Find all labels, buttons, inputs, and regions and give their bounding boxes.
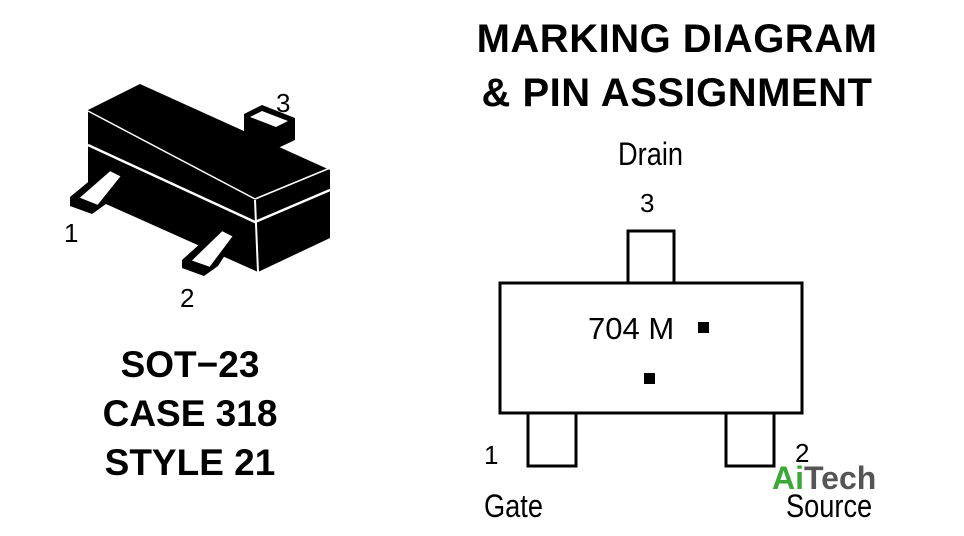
pin-2-pad (724, 411, 776, 468)
body-top-edge-line (87, 110, 256, 200)
pin-1-lead-face (76, 168, 124, 208)
heading-line-1: MARKING DIAGRAM (476, 17, 878, 61)
pin-3-pad (626, 229, 676, 285)
marking-package-outline (498, 281, 804, 415)
package-body (88, 84, 330, 272)
pin-2-lead-face (188, 228, 236, 270)
marking-pin-3-number: 3 (640, 188, 655, 218)
marking-pin-1-number: 1 (484, 440, 499, 470)
body-corner-line (254, 199, 259, 273)
marking-code: 704 M (588, 311, 675, 346)
package-pin-1-number: 1 (64, 218, 79, 248)
logo-part-tech: Tech (804, 460, 877, 496)
pin-3-lead-highlight (250, 111, 288, 127)
pb-free-dot (698, 322, 709, 333)
package-style: STYLE 21 (104, 442, 276, 483)
heading-line-2: & PIN ASSIGNMENT (481, 71, 873, 115)
pin-1-pad (526, 411, 578, 468)
drain-label: Drain (618, 136, 683, 172)
package-pin-2-number: 2 (180, 283, 195, 313)
aitech-watermark-logo: AiTech (772, 460, 876, 497)
source-label: Source (786, 488, 873, 524)
gate-label: Gate (484, 488, 543, 524)
package-type: SOT−23 (120, 344, 260, 385)
body-top-edge-line-2 (254, 167, 331, 200)
logo-part-ai: Ai (772, 460, 804, 496)
pin1-indicator-dot (644, 373, 655, 384)
diagram-heading: MARKING DIAGRAM & PIN ASSIGNMENT (417, 12, 937, 120)
marking-pin-2-number: 2 (795, 438, 810, 468)
package-case: CASE 318 (102, 393, 278, 434)
package-pin-3-number: 3 (276, 88, 291, 118)
package-caption: SOT−23 CASE 318 STYLE 21 (40, 340, 340, 487)
